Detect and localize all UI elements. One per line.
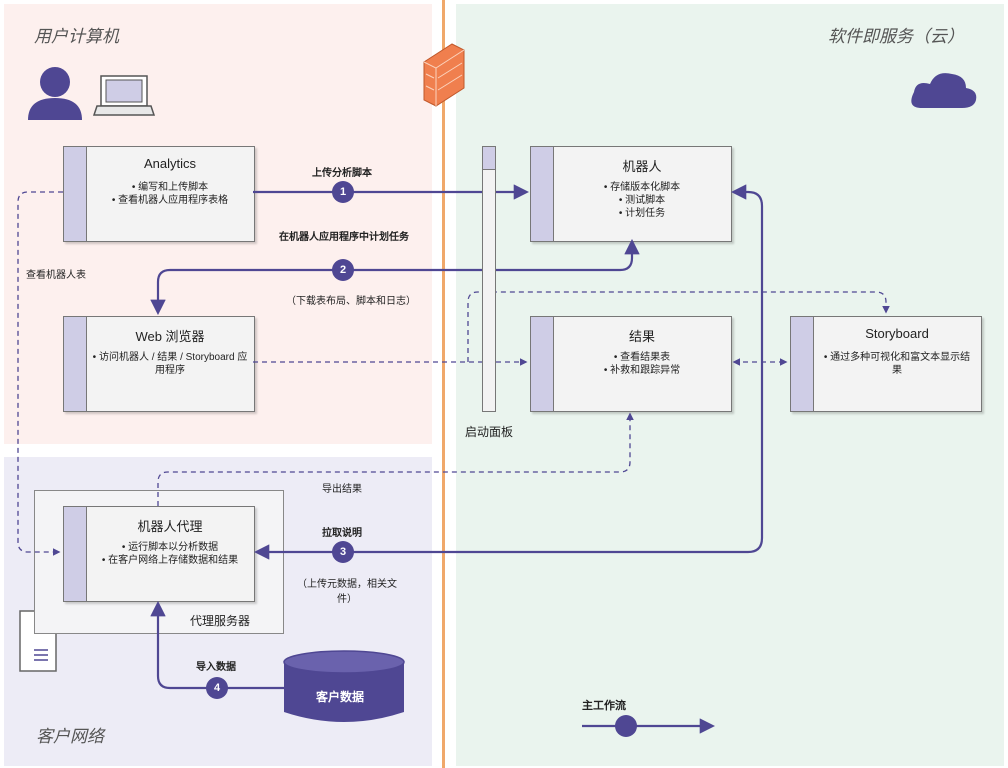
import-data-label: 导入数据 — [196, 662, 236, 673]
user-icon — [28, 67, 82, 120]
export-results-label: 导出结果 — [322, 484, 362, 495]
customer-network-title: 客户网络 — [36, 727, 104, 747]
robot-title: 机器人 — [622, 159, 662, 174]
download-layout-label: （下载表布局、脚本和日志） — [286, 296, 416, 307]
step-1-badge: 1 — [332, 181, 354, 203]
flow-export-results — [157, 412, 634, 506]
analytics-box[interactable]: Analytics 编写和上传脚本 查看机器人应用程序表格 — [63, 146, 255, 242]
launchpad-panel[interactable] — [482, 146, 496, 412]
laptop-icon — [92, 75, 156, 116]
flow-import-data — [150, 600, 284, 690]
storyboard-box[interactable]: Storyboard 通过多种可视化和富文本显示结果 — [790, 316, 982, 412]
analytics-items: 编写和上传脚本 查看机器人应用程序表格 — [86, 181, 254, 207]
customer-data-cylinder — [283, 650, 405, 722]
firewall-icon — [423, 43, 465, 107]
upload-script-label: 上传分析脚本 — [312, 168, 372, 179]
schedule-task-label: 在机器人应用程序中计划任务 — [279, 232, 409, 243]
customer-data-label: 客户数据 — [316, 690, 365, 704]
cloud-title: 软件即服务（云） — [828, 27, 964, 47]
pull-instructions-label: 拉取说明 — [322, 528, 362, 539]
flow-launchpad-storyboard — [467, 291, 890, 362]
view-robot-table-label: 查看机器人表 — [26, 270, 86, 281]
storyboard-items: 通过多种可视化和富文本显示结果 — [819, 351, 975, 377]
web-browser-items: 访问机器人 / 结果 / Storyboard 应用程序 — [90, 351, 250, 377]
storyboard-title: Storyboard — [865, 326, 929, 341]
upload-metadata-label: （上传元数据，相关文件） — [297, 579, 397, 605]
flow-view-robot-table — [17, 191, 63, 556]
cloud-icon — [911, 73, 977, 108]
step-3-badge: 3 — [332, 541, 354, 563]
proxy-server-label: 代理服务器 — [190, 614, 251, 628]
step-4-badge: 4 — [206, 677, 228, 699]
web-browser-title: Web 浏览器 — [135, 329, 205, 344]
step-2-badge: 2 — [332, 259, 354, 281]
web-browser-box[interactable]: Web 浏览器 访问机器人 / 结果 / Storyboard 应用程序 — [63, 316, 255, 412]
analytics-title: Analytics — [143, 156, 197, 171]
legend-main-workflow-label: 主工作流 — [582, 700, 626, 712]
flow-pull-instructions — [253, 184, 764, 560]
robot-agent-box[interactable]: 机器人代理 运行脚本以分析数据 在客户网络上存储数据和结果 — [63, 506, 255, 602]
user-computer-title: 用户计算机 — [34, 27, 119, 47]
robot-agent-title: 机器人代理 — [137, 519, 203, 534]
legend-marker — [615, 715, 637, 737]
robot-agent-items: 运行脚本以分析数据 在客户网络上存储数据和结果 — [86, 541, 254, 567]
